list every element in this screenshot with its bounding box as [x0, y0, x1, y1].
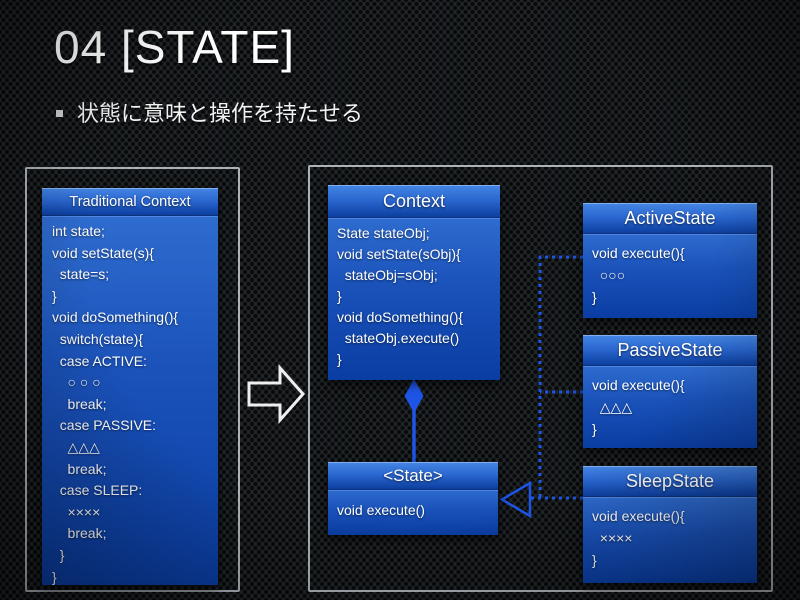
slide-title: 04 [STATE] — [54, 21, 295, 73]
composition-diamond-icon — [404, 379, 424, 413]
passive-state-title: PassiveState — [583, 335, 757, 366]
context-box: Context State stateObj; void setState(sO… — [328, 185, 500, 380]
realization-triangle-icon — [499, 480, 532, 519]
bullet-square-icon — [56, 109, 63, 117]
active-state-code: void execute(){ ○○○ } — [583, 234, 757, 318]
bullet-item: 状態に意味と操作を持たせる — [56, 96, 363, 128]
context-title: Context — [328, 185, 500, 218]
traditional-context-code: int state; void setState(s){ state=s; } … — [42, 216, 218, 585]
passive-state-box: PassiveState void execute(){ △△△ } — [583, 335, 757, 448]
bullet-text: 状態に意味と操作を持たせる — [77, 101, 364, 126]
state-interface-box: <State> void execute() — [328, 462, 498, 535]
context-code: State stateObj; void setState(sObj){ sta… — [328, 218, 500, 380]
state-interface-title: <State> — [328, 462, 498, 490]
sleep-state-box: SleepState void execute(){ ×××× } — [583, 466, 757, 583]
traditional-context-title: Traditional Context — [42, 188, 218, 216]
sleep-state-title: SleepState — [583, 466, 757, 497]
active-state-title: ActiveState — [583, 203, 757, 234]
realization-line-active — [538, 255, 583, 498]
right-group-frame — [308, 165, 773, 592]
active-state-box: ActiveState void execute(){ ○○○ } — [583, 203, 757, 318]
sleep-state-code: void execute(){ ×××× } — [583, 497, 757, 583]
traditional-context-box: Traditional Context int state; void setS… — [42, 188, 218, 585]
state-interface-code: void execute() — [328, 490, 498, 535]
left-group-frame — [25, 167, 240, 592]
passive-state-code: void execute(){ △△△ } — [583, 366, 757, 448]
transform-right-arrow-icon — [247, 364, 306, 424]
